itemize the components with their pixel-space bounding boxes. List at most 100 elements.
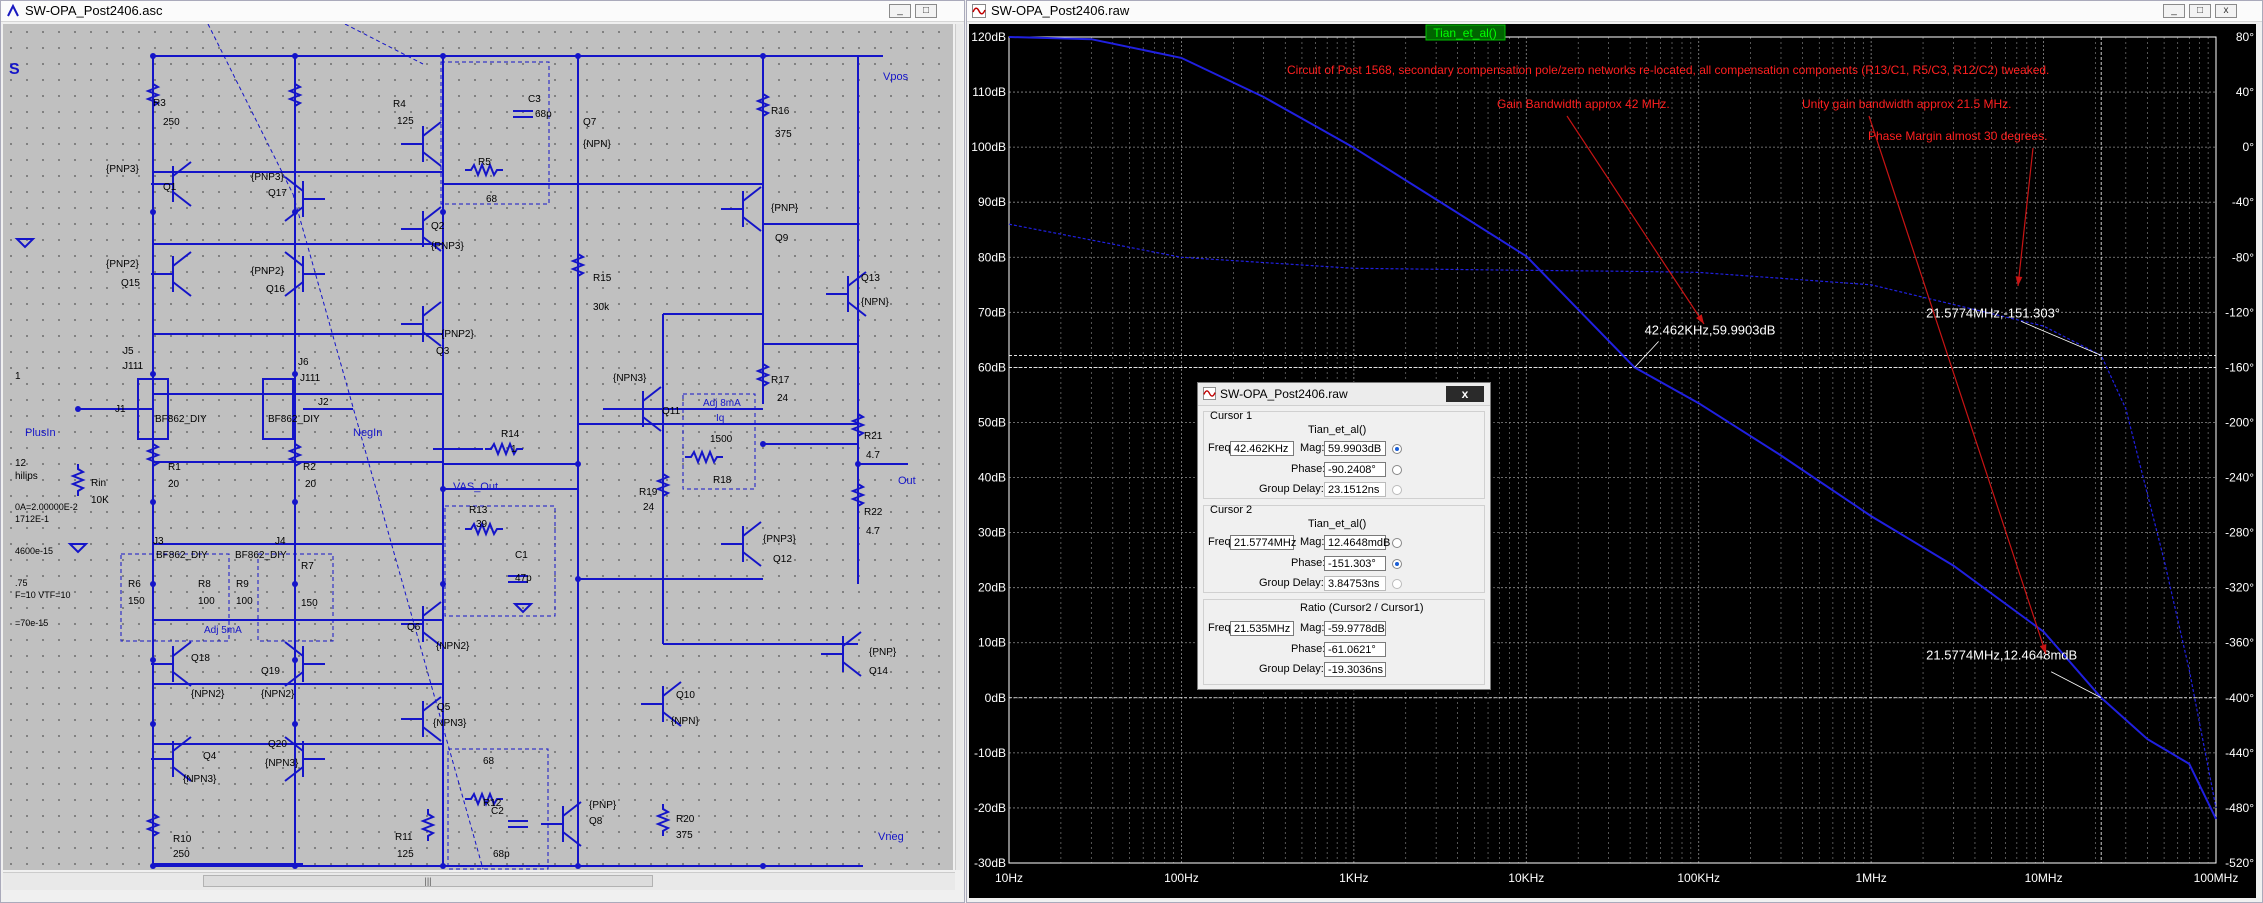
transistor-emitter — [422, 236, 442, 252]
cursor-dialog-titlebar[interactable]: SW-OPA_Post2406.raw x — [1198, 383, 1490, 406]
ratio-phase-field[interactable]: -61.0621° — [1324, 642, 1386, 657]
transistor-collector — [172, 641, 192, 657]
gbw-arrow — [1566, 115, 1705, 325]
component-label: J2 — [318, 397, 329, 408]
waveform-icon — [1203, 387, 1216, 400]
minimize-button[interactable]: _ — [889, 4, 911, 18]
component-label: Rin — [91, 478, 106, 489]
plot-close-button[interactable]: x — [2215, 4, 2237, 18]
spice-directive-fragment: 12 — [15, 458, 27, 469]
component-label: Q10 — [676, 690, 695, 701]
transistor-collector — [842, 631, 862, 647]
component-label: BF862_DIY — [155, 414, 207, 425]
ratio-groupdelay-field[interactable]: -19.3036ns — [1324, 662, 1386, 677]
component-label: {NPN} — [861, 297, 889, 308]
component-label: Q12 — [773, 554, 792, 565]
cursor1-freq-field[interactable]: 42.462KHz — [1230, 441, 1294, 456]
x-tick-label: 10Hz — [995, 871, 1023, 885]
resistor-symbol — [145, 79, 161, 111]
mag-label: Mag: — [1300, 622, 1325, 634]
cursor1-mag-field[interactable]: 59.9903dB — [1324, 441, 1386, 456]
resistor-symbol — [755, 89, 771, 121]
component-label: R12 — [483, 798, 502, 809]
resistor-symbol — [850, 409, 866, 441]
cursor-dialog[interactable]: SW-OPA_Post2406.raw x Cursor 1 Tian_et_a… — [1197, 382, 1491, 690]
resistor-symbol — [287, 79, 303, 111]
component-label: R22 — [864, 507, 883, 518]
y-tick-label-left: 70dB — [978, 305, 1006, 319]
component-label: R7 — [301, 561, 314, 572]
y-tick-label-left: 30dB — [978, 526, 1006, 540]
pm-arrow-head — [2015, 276, 2023, 286]
maximize-button[interactable]: □ — [915, 4, 937, 18]
cursor2-mag-field[interactable]: 12.4648mdB — [1324, 535, 1390, 550]
transistor-collector — [422, 301, 442, 317]
freq-label: Freq: — [1208, 442, 1234, 454]
transistor-collector — [562, 801, 582, 817]
plot-minimize-button[interactable]: _ — [2163, 4, 2185, 18]
annotation-text: Phase Margin almost 30 degrees. — [1868, 129, 2047, 143]
cursor2-phase-field[interactable]: -151.303° — [1324, 556, 1386, 571]
schematic-vertical-scrollbar[interactable] — [955, 24, 963, 870]
cursor2-phase-radio[interactable] — [1392, 559, 1402, 569]
y-tick-label-left: 40dB — [978, 471, 1006, 485]
component-label: NegIn — [353, 427, 382, 439]
schematic-horizontal-scrollbar[interactable]: ||| — [3, 872, 955, 890]
component-label: {PNP3} — [106, 164, 139, 175]
component-label: 1 — [511, 444, 517, 455]
y-tick-label-right: -320° — [2225, 581, 2254, 595]
transistor-emitter — [642, 416, 662, 432]
transistor-collector — [284, 251, 304, 267]
cursor2-groupdelay-field[interactable]: 3.84753ns — [1324, 576, 1386, 591]
ratio-mag-field[interactable]: -59.9778dB — [1324, 621, 1386, 636]
cursor1-mag-radio[interactable] — [1392, 444, 1402, 454]
component-label: Q4 — [203, 751, 217, 762]
component-label: Adj 5mA — [204, 625, 242, 636]
cursor2-groupdelay-radio[interactable] — [1392, 579, 1402, 589]
junction-dot — [292, 863, 298, 869]
cursor2-mag-radio[interactable] — [1392, 538, 1402, 548]
y-tick-label-left: 0dB — [985, 691, 1006, 705]
component-label: R8 — [198, 579, 211, 590]
schematic-titlebar[interactable]: SW-OPA_Post2406.asc _ □ — [1, 1, 964, 22]
schematic-drawing[interactable]: R3250{PNP3}Q1{PNP2}Q15J5J111J1PlusInRin1… — [3, 24, 953, 870]
component-label: {NPN2} — [191, 689, 225, 700]
component-label: R17 — [771, 375, 790, 386]
cursor2-phase-readout: 21.5774MHz,-151.303° — [1926, 305, 2060, 320]
dashed-line — [292, 193, 484, 870]
cursor2-freq-field[interactable]: 21.5774MHz — [1230, 535, 1296, 550]
component-label: {PNP2} — [251, 266, 284, 277]
jfet-symbol — [137, 378, 169, 440]
y-tick-label-right: 0° — [2243, 140, 2255, 154]
transistor-collector — [284, 176, 304, 192]
component-label: Out — [898, 475, 916, 487]
junction-dot — [292, 53, 298, 59]
component-label: R16 — [771, 106, 790, 117]
schematic-title: SW-OPA_Post2406.asc — [25, 3, 163, 18]
cursor1-groupdelay-radio[interactable] — [1392, 485, 1402, 495]
plot-titlebar[interactable]: SW-OPA_Post2406.raw _ □ x — [967, 1, 2262, 22]
component-label: R20 — [676, 814, 695, 825]
plot-maximize-button[interactable]: □ — [2189, 4, 2211, 18]
component-label: J1 — [115, 404, 126, 415]
close-button[interactable]: x — [1446, 386, 1484, 402]
transistor-emitter — [562, 831, 582, 847]
spice-directive-fragment: hilips — [15, 471, 38, 482]
cursor1-phase-radio[interactable] — [1392, 465, 1402, 475]
transistor-emitter — [422, 726, 442, 742]
cursor1-groupdelay-field[interactable]: 23.1512ns — [1324, 482, 1386, 497]
transistor-emitter — [422, 151, 442, 167]
y-tick-label-right: -160° — [2225, 360, 2254, 374]
plot-title: SW-OPA_Post2406.raw — [991, 3, 1130, 18]
ratio-freq-field[interactable]: 21.535MHz — [1230, 621, 1294, 636]
scroll-thumb[interactable]: ||| — [203, 875, 653, 887]
component-label: 375 — [775, 129, 792, 140]
y-tick-label-left: 110dB — [972, 85, 1006, 99]
component-label: C1 — [515, 550, 528, 561]
cursor1-phase-field[interactable]: -90.2408° — [1324, 462, 1386, 477]
